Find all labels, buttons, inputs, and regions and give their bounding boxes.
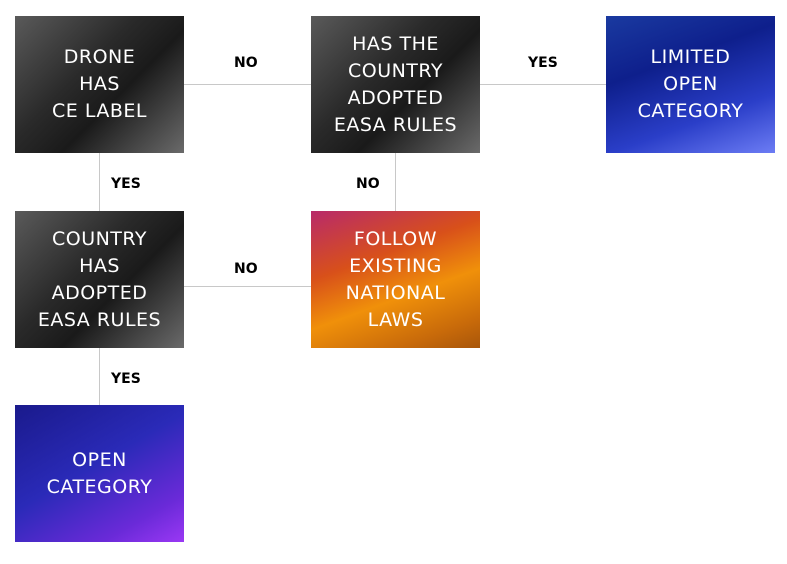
edge-label-yes-country-to-limited: YES [528,55,558,71]
edge-label-no-country-top-to-national: NO [356,176,380,192]
connector-country-mid-to-open [99,348,100,405]
node-country-adopted-easa-top: HAS THE COUNTRY ADOPTED EASA RULES [311,16,480,153]
node-follow-national-laws: FOLLOW EXISTING NATIONAL LAWS [311,211,480,348]
edge-label-no-drone-to-country: NO [234,55,258,71]
node-drone-ce-label: DRONE HAS CE LABEL [15,16,184,153]
node-open-category: OPEN CATEGORY [15,405,184,542]
connector-drone-to-country-top [184,84,311,85]
connector-country-top-to-national [395,153,396,211]
node-country-adopted-easa-mid: COUNTRY HAS ADOPTED EASA RULES [15,211,184,348]
connector-drone-to-country-mid [99,153,100,211]
edge-label-yes-country-mid-to-open: YES [111,371,141,387]
connector-country-mid-to-national [184,286,311,287]
node-limited-open-category: LIMITED OPEN CATEGORY [606,16,775,153]
edge-label-yes-drone-to-country-mid: YES [111,176,141,192]
connector-country-top-to-limited [480,84,606,85]
edge-label-no-country-mid-to-national: NO [234,261,258,277]
